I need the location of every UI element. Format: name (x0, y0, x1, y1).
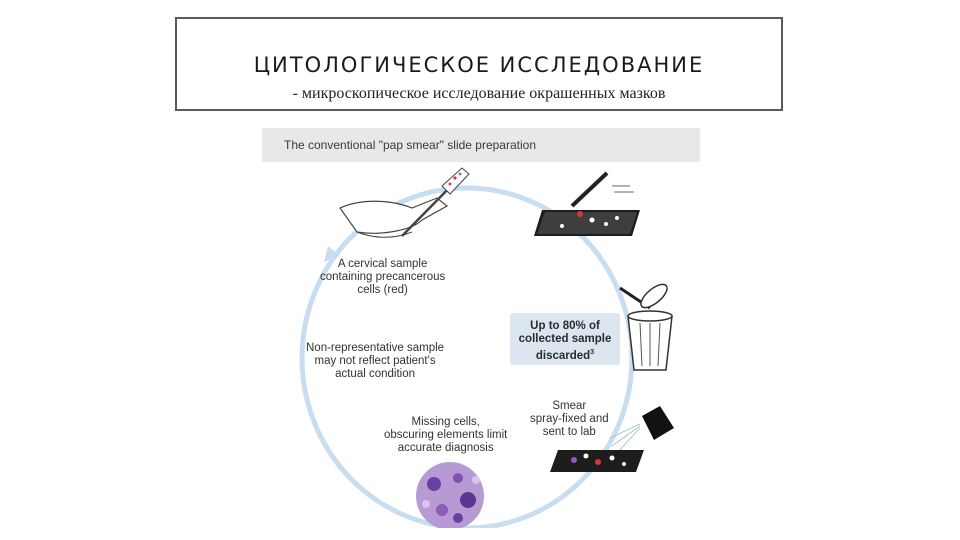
spray-fix-icon (550, 406, 674, 472)
figure-header-text: The conventional "pap smear" slide prepa… (284, 138, 536, 152)
hand-with-brush-icon (339, 167, 470, 238)
figure-header: The conventional "pap smear" slide prepa… (262, 128, 700, 162)
label-smear: Smear spray-fixed and sent to lab (530, 400, 609, 438)
cycle-artwork (299, 167, 674, 528)
slide-title: ЦИТОЛОГИЧЕСКОЕ ИССЛЕДОВАНИЕ (253, 53, 705, 77)
pap-smear-figure: The conventional "pap smear" slide prepa… (262, 128, 700, 528)
label-nonrepresentative: Non-representative sample may not reflec… (306, 342, 445, 380)
label-missing-cells: Missing cells, obscuring elements limit … (384, 416, 508, 454)
slide-subtitle: - микроскопическое исследование окрашенн… (292, 85, 666, 102)
callout-footnote: 3 (590, 349, 595, 356)
discarded-callout: Up to 80% of collected sample discarded3 (510, 313, 620, 365)
label-sample: A cervical sample containing precancerou… (320, 258, 446, 296)
microscope-view-icon (416, 462, 484, 528)
title-box: ЦИТОЛОГИЧЕСКОЕ ИССЛЕДОВАНИЕ - микроскопи… (175, 17, 783, 111)
trash-can-icon (619, 283, 673, 371)
cycle-arrowhead (324, 246, 340, 262)
slide-smear-icon (534, 171, 640, 236)
